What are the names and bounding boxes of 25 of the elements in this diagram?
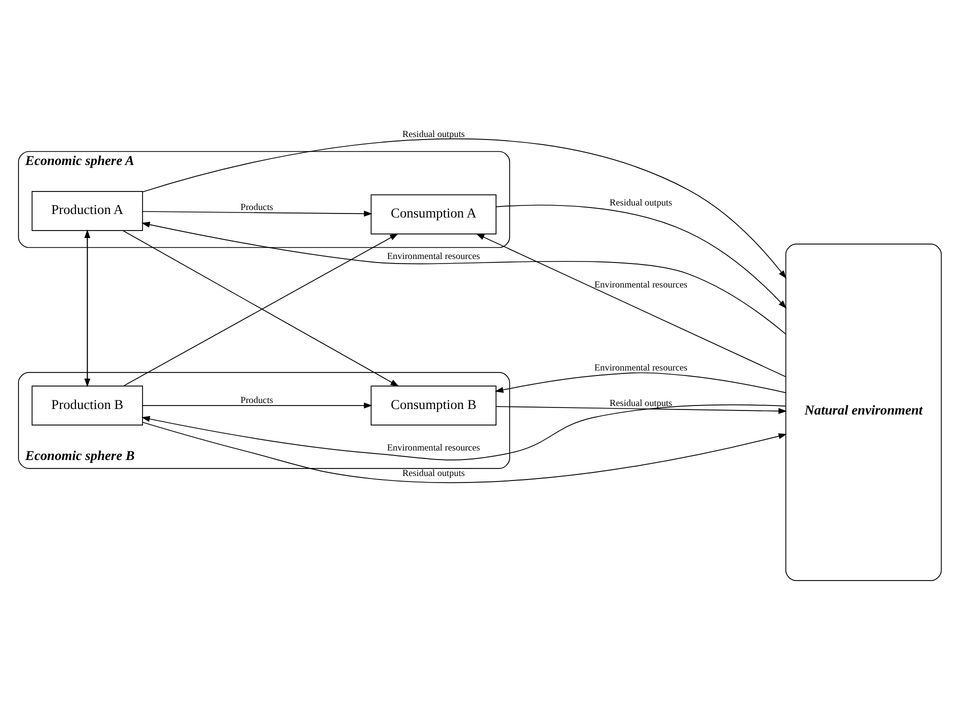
node-box: Consumption B [370, 385, 496, 426]
edge-label: Environmental resources [387, 442, 480, 453]
arrow [476, 233, 786, 377]
arrow [142, 402, 372, 408]
arrow [142, 210, 372, 216]
edge-label: Residual outputs [610, 398, 672, 409]
edge-label: Environmental resources [387, 252, 480, 262]
arrow [142, 138, 787, 278]
node-box: Production A [32, 190, 143, 230]
edge-label: Environmental resources [594, 363, 688, 374]
arrow [141, 404, 786, 460]
arrow [142, 421, 788, 483]
edge-label: Residual outputs [402, 468, 465, 478]
edge-label: Residual outputs [402, 129, 465, 140]
edge-label: Products [240, 395, 274, 406]
arrow [496, 406, 787, 414]
node-box: Natural environment [785, 243, 942, 581]
arrow [141, 221, 786, 334]
arrow [494, 372, 786, 393]
node-box: Consumption A [370, 194, 496, 234]
edge-label: Environmental resources [594, 280, 688, 290]
node-box: Production B [32, 385, 143, 426]
edge-label: Products [240, 202, 274, 212]
arrow [496, 204, 787, 308]
edge-label: Residual outputs [610, 198, 672, 208]
